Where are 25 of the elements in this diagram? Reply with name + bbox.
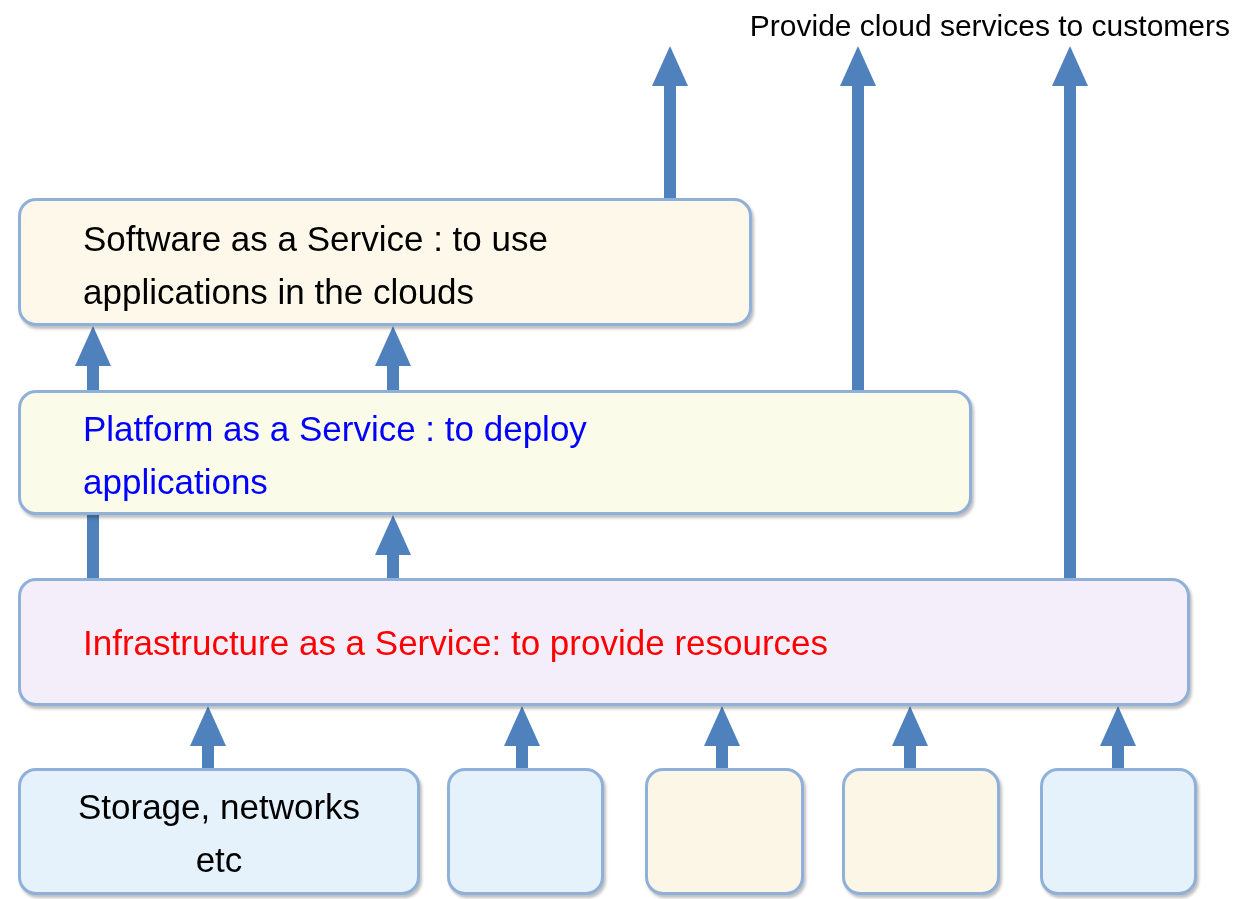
connector-bar bbox=[87, 515, 99, 578]
box-label: Infrastructure as a Service: to provide resources bbox=[83, 622, 830, 664]
box-label: Software as a Service : to use applications in the clouds bbox=[83, 218, 549, 313]
resource-box bbox=[1040, 768, 1197, 895]
arrow bbox=[75, 326, 111, 390]
resource-box bbox=[18, 768, 420, 895]
arrow bbox=[375, 326, 411, 390]
resource-box bbox=[447, 768, 604, 895]
arrow bbox=[375, 515, 411, 578]
arrow bbox=[704, 706, 740, 768]
box-label: Platform as a Service : to deploy applications bbox=[83, 408, 588, 503]
box-label: Storage, networks etc bbox=[76, 786, 362, 881]
service-layer-box bbox=[18, 198, 752, 326]
arrow bbox=[190, 706, 226, 768]
heading-text: Provide cloud services to customers bbox=[749, 6, 1230, 46]
arrow bbox=[840, 46, 876, 390]
service-layer-box bbox=[18, 390, 972, 515]
resource-box bbox=[645, 768, 804, 895]
service-layer-box bbox=[18, 578, 1190, 706]
arrow bbox=[652, 46, 688, 198]
arrow bbox=[892, 706, 928, 768]
arrow bbox=[1052, 46, 1088, 578]
arrow bbox=[1100, 706, 1136, 768]
arrow bbox=[504, 706, 540, 768]
resource-box bbox=[842, 768, 1000, 895]
